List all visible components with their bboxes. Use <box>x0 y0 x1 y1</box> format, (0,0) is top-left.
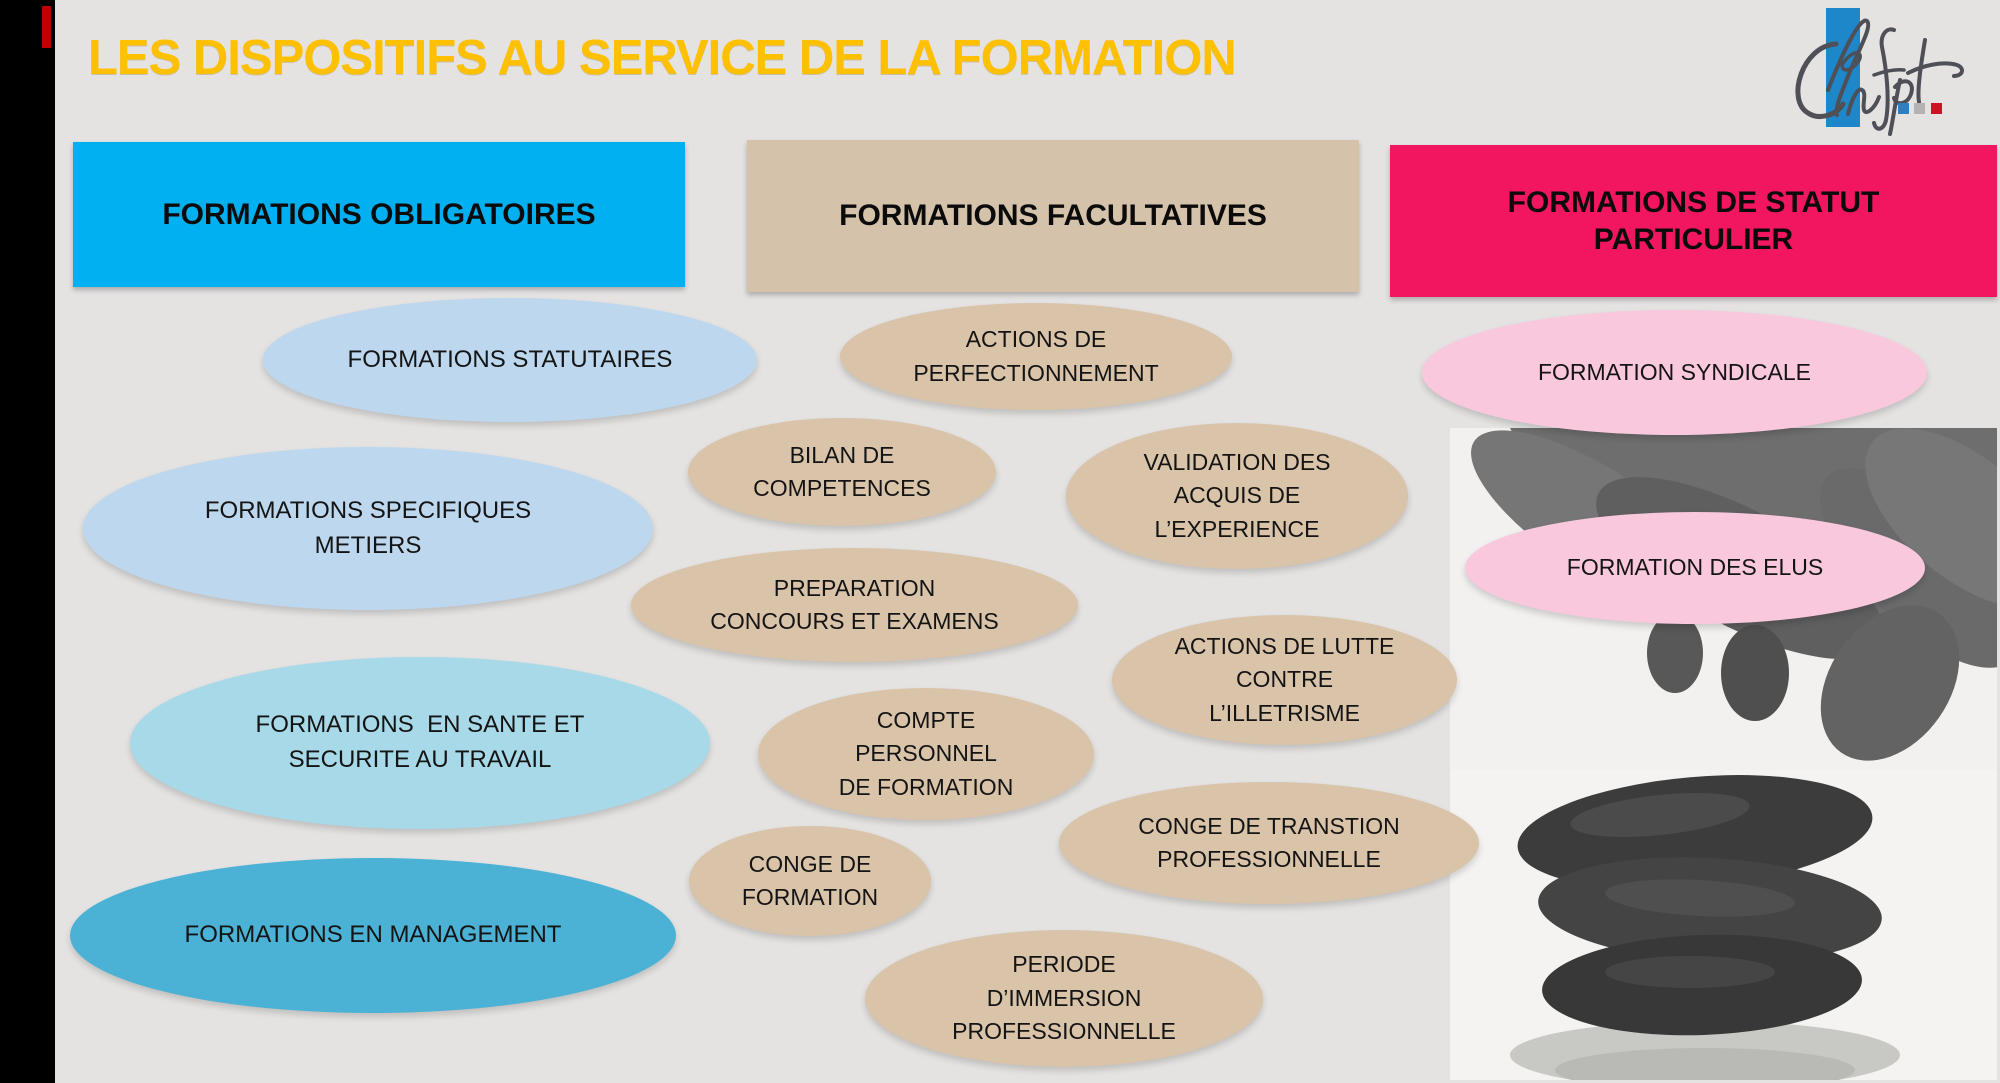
logo-square-gray <box>1914 103 1925 114</box>
header-formations-statut-particulier: FORMATIONS DE STATUT PARTICULIER <box>1390 145 1997 297</box>
bubble-label: FORMATION DES ELUS <box>1566 554 1824 581</box>
bubble-conge-transition-professionnelle: CONGE DE TRANSTION PROFESSIONNELLE <box>1059 782 1479 904</box>
bubble-label: FORMATIONS EN SANTE ET SECURITE AU TRAVA… <box>255 711 585 773</box>
header-formations-obligatoires: FORMATIONS OBLIGATOIRES <box>73 142 685 287</box>
bubble-bilan-competences: BILAN DE COMPETENCES <box>688 418 996 526</box>
bubble-label: PERIODE D’IMMERSION PROFESSIONNELLE <box>952 951 1176 1045</box>
slide-title: LES DISPOSITIFS AU SERVICE DE LA FORMATI… <box>88 31 1237 85</box>
bubble-label: ACTIONS DE PERFECTIONNEMENT <box>913 326 1159 386</box>
stones-shape <box>1510 775 1900 1080</box>
red-accent-mark <box>42 6 51 48</box>
bubble-formations-statutaires: FORMATIONS STATUTAIRES <box>263 298 757 422</box>
bubble-formation-syndicale: FORMATION SYNDICALE <box>1422 310 1927 435</box>
cnfpt-logo <box>1782 2 1992 137</box>
bubble-label: FORMATIONS EN MANAGEMENT <box>184 921 562 949</box>
logo-square-blue <box>1898 103 1909 114</box>
bubble-preparation-concours-examens: PREPARATION CONCOURS ET EXAMENS <box>631 548 1078 662</box>
bubble-label: CONGE DE FORMATION <box>741 850 879 910</box>
bubble-validation-acquis-experience: VALIDATION DES ACQUIS DE L’EXPERIENCE <box>1066 423 1408 569</box>
bubble-label: VALIDATION DES ACQUIS DE L’EXPERIENCE <box>1143 448 1331 542</box>
header-label: FORMATIONS OBLIGATOIRES <box>162 197 596 231</box>
header-formations-facultatives: FORMATIONS FACULTATIVES <box>747 140 1359 292</box>
bubble-label: PREPARATION CONCOURS ET EXAMENS <box>710 574 999 634</box>
bubble-label: COMPTE PERSONNEL DE FORMATION <box>838 706 1014 800</box>
bubble-compte-personnel-formation: COMPTE PERSONNEL DE FORMATION <box>758 688 1094 820</box>
bubble-label: FORMATIONS SPECIFIQUES METIERS <box>204 496 532 559</box>
bubble-formation-des-elus: FORMATION DES ELUS <box>1465 512 1925 624</box>
bubble-conge-formation: CONGE DE FORMATION <box>689 826 931 936</box>
bubble-periode-immersion-professionnelle: PERIODE D’IMMERSION PROFESSIONNELLE <box>865 930 1263 1067</box>
bubble-label: FORMATIONS STATUTAIRES <box>347 345 673 373</box>
stones-photo <box>1450 770 1997 1080</box>
header-label: FORMATIONS FACULTATIVES <box>839 199 1267 233</box>
cnfpt-logo-graphic <box>1795 8 1964 136</box>
bubble-formations-specifiques-metiers: FORMATIONS SPECIFIQUES METIERS <box>83 447 653 610</box>
logo-square-red <box>1931 103 1942 114</box>
header-label: FORMATIONS DE STATUT PARTICULIER <box>1507 185 1880 257</box>
bubble-label: ACTIONS DE LUTTE CONTRE L’ILLETRISME <box>1174 632 1395 726</box>
bubble-formations-management: FORMATIONS EN MANAGEMENT <box>70 858 676 1013</box>
bubble-label: FORMATION SYNDICALE <box>1537 358 1812 385</box>
bubble-label: CONGE DE TRANSTION PROFESSIONNELLE <box>1138 812 1400 872</box>
left-edge-bar <box>0 0 55 1083</box>
bubble-formations-sante-securite: FORMATIONS EN SANTE ET SECURITE AU TRAVA… <box>130 657 710 829</box>
bubble-actions-lutte-illetrisme: ACTIONS DE LUTTE CONTRE L’ILLETRISME <box>1112 615 1457 745</box>
logo-script-cnfpt <box>1795 18 1964 136</box>
bubble-label: BILAN DE COMPETENCES <box>753 441 931 501</box>
bubble-actions-perfectionnement: ACTIONS DE PERFECTIONNEMENT <box>840 303 1232 410</box>
